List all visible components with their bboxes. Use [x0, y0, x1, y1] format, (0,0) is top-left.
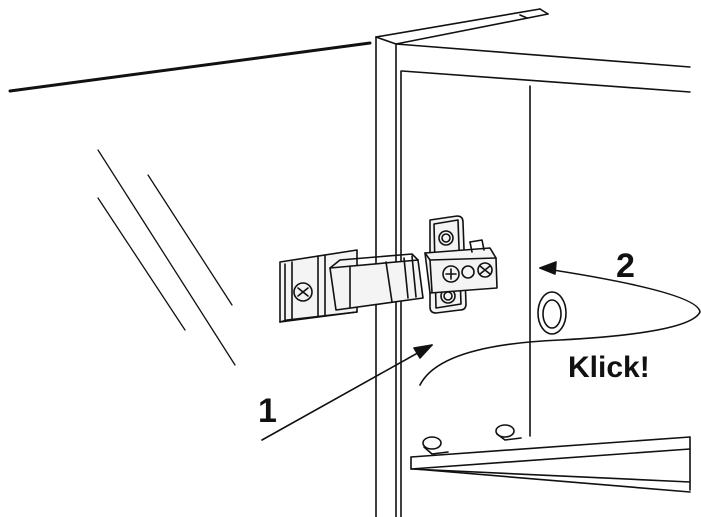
step-2-label: 2 — [616, 247, 635, 285]
shelf-support-hole — [537, 291, 567, 335]
shelf-pin-left — [422, 436, 449, 455]
arrow-step-1 — [261, 344, 433, 441]
door-top-edge — [8, 41, 372, 93]
glass-reflection-lines — [97, 149, 236, 366]
hinge — [279, 215, 498, 323]
click-label: Klick! — [568, 351, 650, 384]
hinge-adjustment-block — [424, 239, 498, 294]
shelf-pin-right — [495, 424, 522, 441]
hinge-arm — [329, 253, 424, 311]
arrow-step-2 — [419, 261, 701, 386]
cabinet-top-panel — [375, 8, 691, 93]
shelf — [410, 436, 691, 493]
step-1-label: 1 — [258, 392, 277, 430]
